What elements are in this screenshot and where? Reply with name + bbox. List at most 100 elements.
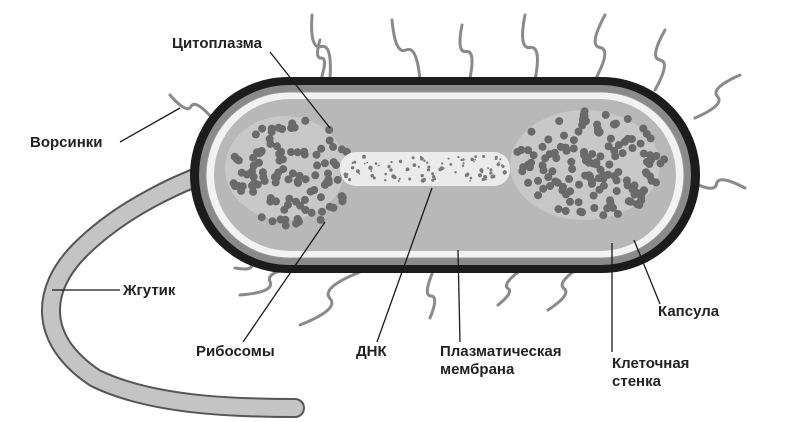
ribosome [555, 205, 563, 213]
ribosome [568, 165, 576, 173]
ribosome [258, 125, 266, 133]
ribosome [530, 151, 538, 159]
ribosome [534, 177, 542, 185]
pilus [595, 15, 605, 80]
dna-speck [421, 174, 424, 177]
ribosome [326, 137, 334, 145]
label-cell-wall-line1: Клеточная [612, 355, 689, 373]
ribosome [318, 208, 326, 216]
ribosome [570, 145, 578, 153]
dna-speck [353, 161, 356, 164]
ribosome [248, 168, 256, 176]
dna-speck [406, 169, 408, 171]
ribosome [239, 182, 247, 190]
ribosome [595, 129, 603, 137]
dna-speck [449, 163, 452, 166]
dna-speck [503, 170, 507, 174]
ribosome [567, 158, 575, 166]
ribosome [607, 135, 615, 143]
dna-speck [346, 173, 348, 175]
ribosome [593, 121, 601, 129]
dna-speck [390, 161, 392, 163]
ribosome [575, 198, 583, 206]
ribosome [300, 148, 308, 156]
dna-speck [378, 165, 380, 167]
ribosome [619, 149, 627, 157]
ribosome [590, 204, 598, 212]
label-plasma-membrane: Плазматическая мембрана [440, 343, 562, 379]
ribosome [273, 174, 281, 182]
ribosome [329, 204, 337, 212]
ribosome [627, 198, 635, 206]
ribosome [257, 148, 265, 156]
ribosome [600, 182, 608, 190]
ribosome [557, 143, 565, 151]
ribosome [610, 147, 618, 155]
ribosome [580, 151, 588, 159]
dna-speck [473, 161, 475, 163]
ribosome [539, 161, 547, 169]
ribosome [259, 173, 267, 181]
pilus [300, 272, 360, 325]
ribosome [637, 140, 645, 148]
dna-speck [389, 168, 392, 171]
ribosome [311, 171, 319, 179]
ribosome [334, 176, 342, 184]
ribosome [544, 136, 552, 144]
ribosome [599, 211, 607, 219]
dna-speck [462, 162, 464, 164]
ribosome [643, 130, 651, 138]
pilus [498, 272, 518, 305]
dna-speck [483, 178, 486, 181]
ribosome [548, 167, 556, 175]
label-flagellum: Жгутик [123, 282, 175, 300]
ribosome [325, 176, 333, 184]
dna-speck [448, 158, 450, 160]
dna-speck [370, 174, 374, 178]
dna-speck [457, 156, 459, 158]
ribosome [230, 179, 238, 187]
ribosome [301, 196, 309, 204]
ribosome [570, 136, 578, 144]
ribosome [268, 125, 276, 133]
dna-speck [418, 166, 420, 168]
dna-speck [399, 160, 402, 163]
dna-speck [433, 178, 436, 181]
ribosome [588, 180, 596, 188]
ribosome [541, 154, 549, 162]
dna-speck [384, 179, 386, 181]
pilus [655, 30, 665, 90]
ribosome [597, 166, 605, 174]
ribosome [252, 130, 260, 138]
ribosome [254, 181, 262, 189]
dna-speck [366, 162, 368, 164]
dna-speck [368, 166, 372, 170]
ribosome [645, 160, 653, 168]
dna-speck [391, 174, 395, 178]
label-dna: ДНК [356, 343, 387, 361]
dna-speck [498, 161, 500, 163]
ribosome [642, 168, 650, 176]
ribosome [562, 207, 570, 215]
dna-speck [358, 173, 360, 175]
ribosome [307, 188, 315, 196]
ribosome [292, 198, 300, 206]
ribosome [266, 198, 274, 206]
pilus [548, 267, 580, 310]
pilus [460, 25, 472, 78]
dna-speck [499, 158, 501, 160]
dna-nucleoid [340, 152, 510, 186]
label-cell-wall-line2: стенка [612, 373, 689, 391]
dna-speck [427, 168, 430, 171]
dna-speck [362, 155, 366, 159]
dna-speck [364, 163, 366, 165]
ribosome [565, 175, 573, 183]
dna-speck [470, 177, 473, 180]
ribosome [605, 161, 613, 169]
ribosome [534, 191, 542, 199]
ribosome [338, 145, 346, 153]
dna-speck [469, 180, 471, 182]
ribosome [614, 168, 622, 176]
pilus [523, 15, 538, 80]
